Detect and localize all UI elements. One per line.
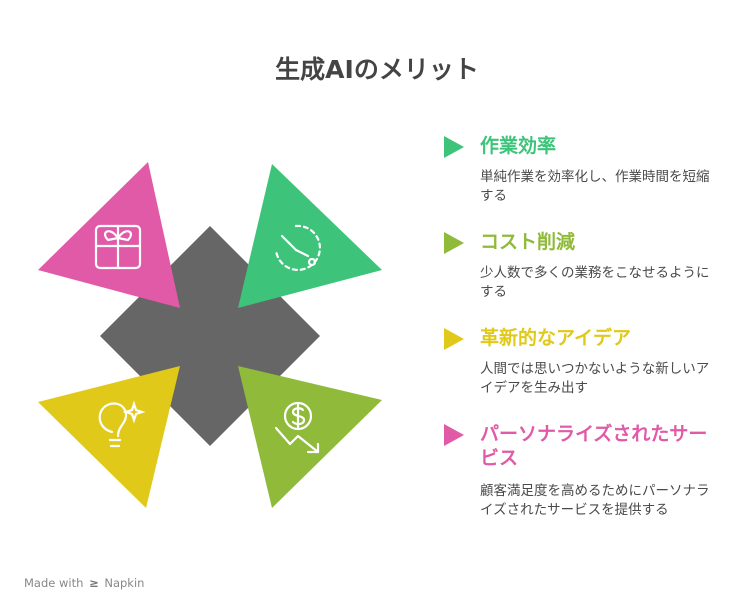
benefit-heading: 革新的なアイデア — [480, 327, 632, 349]
gift-icon — [94, 224, 142, 270]
timer-icon — [274, 224, 321, 271]
yellow-arrow-icon — [444, 328, 464, 350]
benefit-item-efficiency: 作業効率 単純作業を効率化し、作業時間を短縮する — [440, 134, 730, 210]
benefit-description: 顧客満足度を高めるためにパーソナライズされたサービスを提供する — [480, 483, 710, 518]
dollar-down-icon — [274, 401, 320, 454]
napkin-credit[interactable]: Made with ≥ Napkin — [24, 576, 144, 590]
benefit-heading: 作業効率 — [480, 135, 557, 157]
benefit-heading: コスト削減 — [480, 231, 576, 253]
olive-triangle — [238, 366, 382, 508]
benefit-item-innovation: 革新的なアイデア 人間では思いつかないような新しいアイデアを生み出す — [440, 326, 730, 402]
benefit-heading: パーソナライズされたサービス — [480, 423, 708, 469]
benefit-item-cost: コスト削減 少人数で多くの業務をこなせるようにする — [440, 230, 730, 306]
credit-prefix: Made with — [24, 576, 84, 590]
pink-triangle — [38, 162, 180, 308]
benefit-description: 人間では思いつかないような新しいアイデアを生み出す — [480, 361, 710, 396]
olive-arrow-icon — [444, 232, 464, 254]
page-title: 生成AIのメリット — [275, 55, 479, 84]
credit-brand: Napkin — [104, 576, 145, 590]
pink-arrow-icon — [444, 424, 464, 446]
green-arrow-icon — [444, 136, 464, 158]
lightbulb-icon — [98, 400, 146, 448]
benefit-item-personalization: パーソナライズされたサービス 顧客満足度を高めるためにパーソナライズされたサービ… — [440, 422, 730, 542]
center-cross-fill-h — [138, 298, 282, 374]
yellow-triangle — [38, 366, 180, 508]
benefit-description: 単純作業を効率化し、作業時間を短縮する — [480, 169, 710, 204]
green-triangle — [238, 164, 382, 308]
benefit-description: 少人数で多くの業務をこなせるようにする — [480, 265, 710, 300]
napkin-logo-icon: ≥ — [89, 576, 99, 590]
